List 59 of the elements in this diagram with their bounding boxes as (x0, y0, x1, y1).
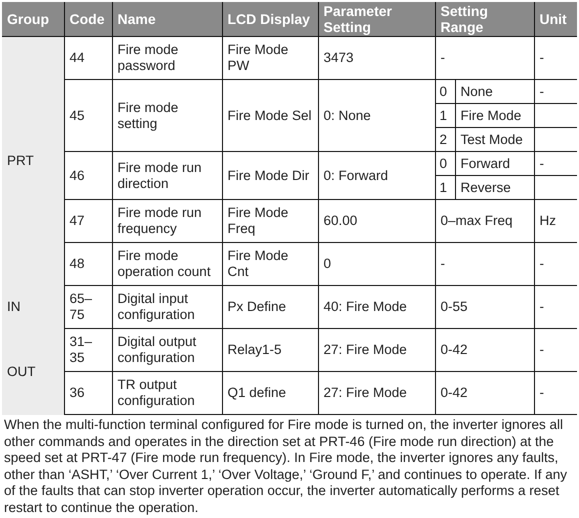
table-cell: 0-42 (435, 328, 534, 372)
table-cell: Fire mode operation count (112, 242, 222, 286)
table-cell: Digital output configuration (112, 328, 222, 372)
table-cell: TR output configuration (112, 372, 222, 414)
table-cell: Fire Mode (455, 104, 534, 128)
table-cell: 2 (435, 128, 455, 152)
table-cell: Test Mode (455, 128, 534, 152)
table-cell: 0-55 (435, 286, 534, 328)
table-cell: Relay1-5 (222, 328, 318, 372)
column-header: LCD Display (222, 2, 318, 36)
table-cell: Px Define (222, 286, 318, 328)
table-cell: Fire mode password (112, 36, 222, 80)
table-cell: Forward (455, 152, 534, 176)
group-label: PRT (2, 36, 64, 286)
column-header: Name (112, 2, 222, 36)
table-cell: 45 (64, 80, 112, 152)
table-cell: - (435, 242, 534, 286)
note-paragraph: When the multi-function terminal configured for Fire mode is turned on, the inverter ignores all other commands and operates in the direction set at PRT-46 (Fire mode run direction) at the speed set at PRT-47 (Fire mode run frequency). In Fire mode, the inverter ignores any faults, other than ‘ASHT,’ ‘Over Current 1,’ ‘Over Voltage,’ ‘Ground F,’ and continues to operate. If any of the faults that can stop inverter operation occur, the inverter automatically performs a reset restart to continue the operation. (3, 416, 568, 517)
column-header: Setting Range (435, 2, 534, 36)
table-cell: 0: Forward (318, 152, 435, 200)
table-cell: 0 (435, 152, 455, 176)
table-cell: 36 (64, 372, 112, 414)
table-cell: 3473 (318, 36, 435, 80)
column-header: Unit (534, 2, 577, 36)
table-cell: Q1 define (222, 372, 318, 414)
group-label: OUT (2, 328, 64, 414)
table-cell: Fire Mode Freq (222, 200, 318, 242)
table-cell: 46 (64, 152, 112, 200)
column-header: Code (64, 2, 112, 36)
table-cell: Fire Mode Dir (222, 152, 318, 200)
table-cell: 47 (64, 200, 112, 242)
table-cell: 27: Fire Mode (318, 328, 435, 372)
table-cell: None (455, 80, 534, 104)
table-cell: 44 (64, 36, 112, 80)
table-cell: Fire Mode Cnt (222, 242, 318, 286)
table-cell: Fire mode run frequency (112, 200, 222, 242)
table-cell: 0-42 (435, 372, 534, 414)
table-cell: 27: Fire Mode (318, 372, 435, 414)
table-cell: 65– 75 (64, 286, 112, 328)
column-header: Group (2, 2, 64, 36)
table-cell: 0–max Freq (435, 200, 534, 242)
table-cell: 31– 35 (64, 328, 112, 372)
table-cell: 60.00 (318, 200, 435, 242)
table-cell: 1 (435, 176, 455, 200)
table-cell: 0 (318, 242, 435, 286)
table-cell: Reverse (455, 176, 534, 200)
table-cell: 1 (435, 104, 455, 128)
table-cell: Fire Mode Sel (222, 80, 318, 152)
table-cell: Fire mode run direction (112, 152, 222, 200)
table-cell: 0: None (318, 80, 435, 152)
table-cell: 48 (64, 242, 112, 286)
table-cell: 0 (435, 80, 455, 104)
group-label: IN (2, 286, 64, 328)
table-cell: Fire Mode PW (222, 36, 318, 80)
table-cell: Fire mode setting (112, 80, 222, 152)
table-cell: - (435, 36, 534, 80)
column-header: Parameter Setting (318, 2, 435, 36)
table-cell: 40: Fire Mode (318, 286, 435, 328)
table-cell: Digital input configuration (112, 286, 222, 328)
